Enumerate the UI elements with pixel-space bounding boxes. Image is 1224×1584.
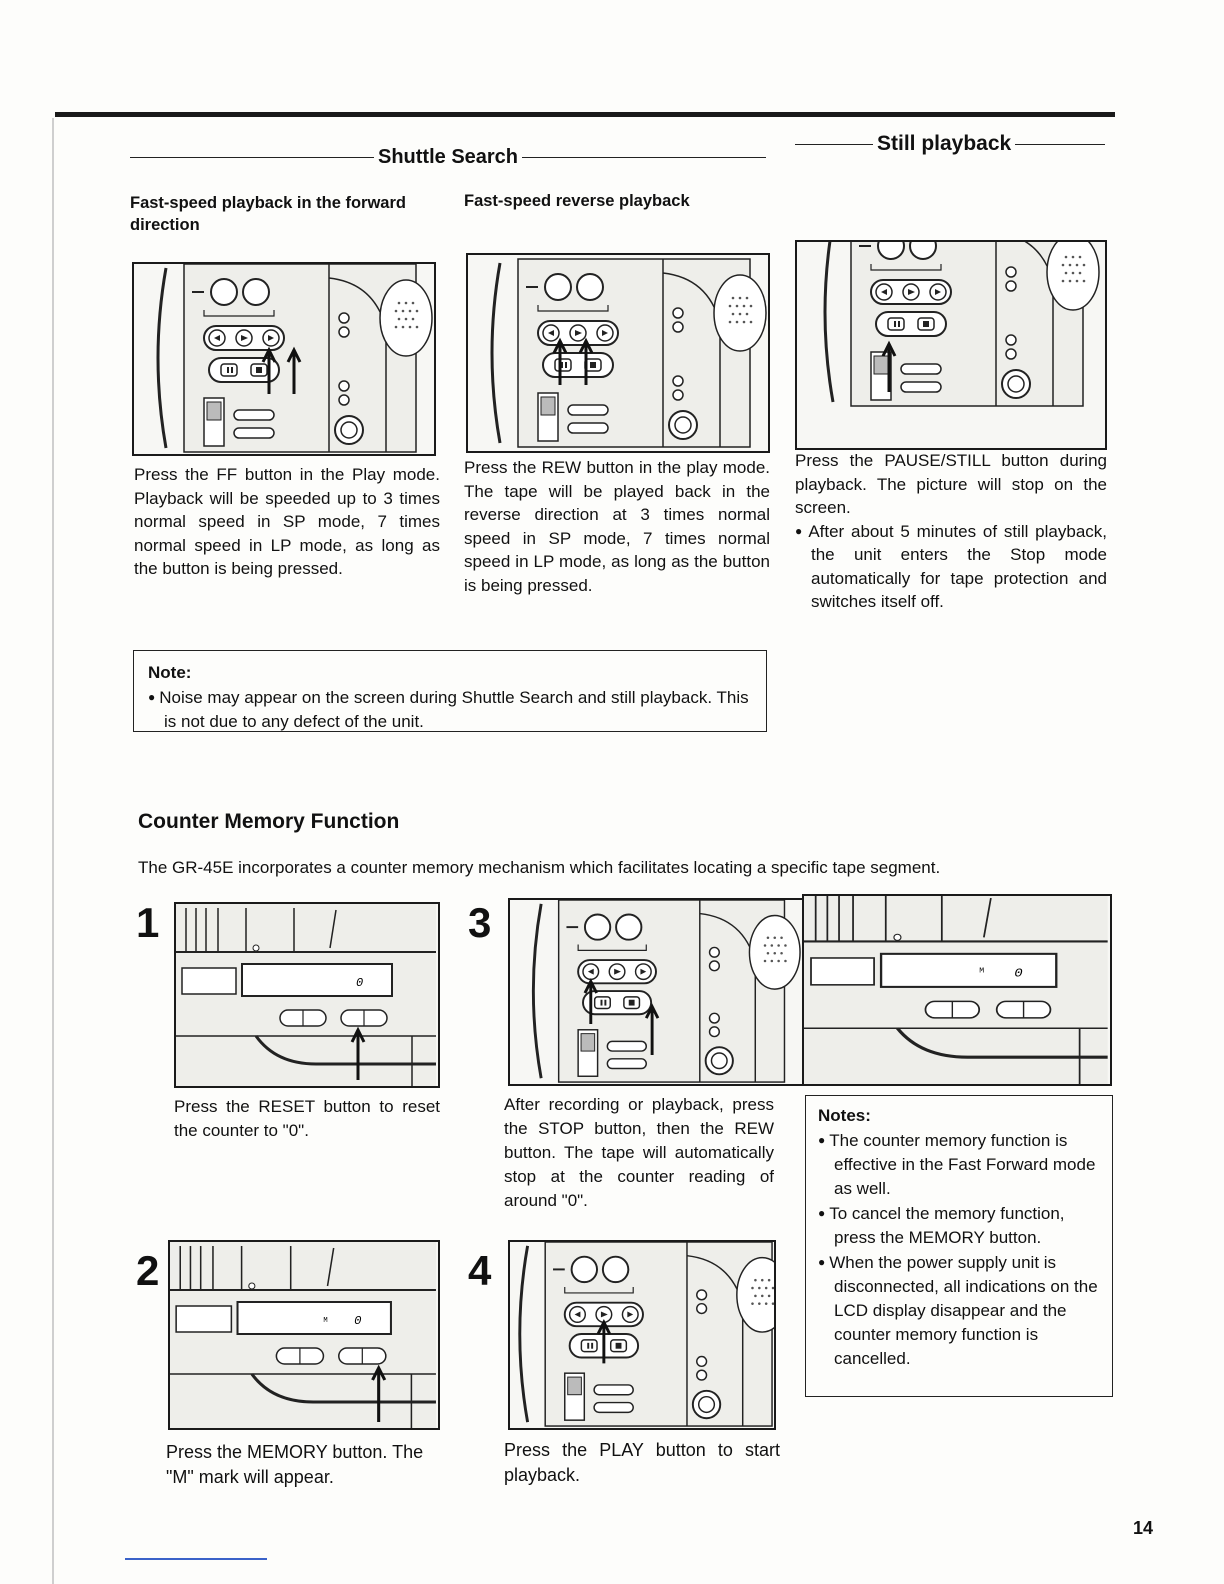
counter-memory-title: Counter Memory Function [138, 810, 400, 833]
step-2-text: Press the MEMORY button. The "M" mark wi… [166, 1442, 424, 1487]
ff-text: Press the FF button in the Play mode. Pl… [134, 465, 440, 578]
notes-title: Notes: [818, 1106, 871, 1125]
step-3-lcd-reading: 0 [1014, 966, 1022, 980]
note-title: Note: [148, 663, 192, 682]
notes-item-1: The counter memory function is effective… [818, 1128, 1100, 1201]
step-1-number: 1 [136, 899, 160, 946]
step-1-illustration: 0 [174, 902, 440, 1088]
note-bullet: Noise may appear on the screen during Sh… [148, 685, 752, 734]
shuttle-search-heading: Shuttle Search [130, 146, 767, 169]
ff-illustration [132, 262, 436, 456]
still-playback-heading: Still playback [795, 132, 1105, 156]
step-2-lcd-reading: 0 [354, 1314, 361, 1328]
note-box: Note: Noise may appear on the screen dur… [133, 650, 767, 732]
step-3-lcd-mark: M [979, 968, 984, 975]
page-number: 14 [1133, 1518, 1154, 1538]
top-rule [55, 112, 1115, 117]
step-3-number: 3 [468, 899, 492, 946]
notes-item-2: To cancel the memory function, press the… [818, 1201, 1100, 1250]
still-bullet: After about 5 minutes of still playback,… [795, 520, 1107, 614]
rew-illustration [466, 253, 770, 453]
step-1-text: Press the RESET button to reset the coun… [174, 1097, 440, 1140]
shuttle-search-title: Shuttle Search [377, 146, 519, 168]
step-2-lcd-mark: M [323, 1317, 327, 1325]
step-2-number: 2 [136, 1247, 160, 1294]
still-illustration [795, 240, 1107, 450]
still-text: Press the PAUSE/STILL button during play… [795, 449, 1107, 614]
counter-memory-intro: The GR-45E incorporates a counter memory… [138, 858, 941, 877]
notes-item-3: When the power supply unit is disconnect… [818, 1250, 1100, 1371]
still-main-text: Press the PAUSE/STILL button during play… [795, 451, 1107, 517]
ff-subheading: Fast-speed playback in the forward direc… [130, 194, 406, 234]
footer-line [125, 1558, 267, 1560]
step-4-number: 4 [468, 1247, 492, 1294]
still-playback-title: Still playback [877, 132, 1012, 155]
step-3-illustration [508, 898, 804, 1086]
step-4-text: Press the PLAY button to start playback. [504, 1440, 780, 1485]
page-edge [52, 118, 54, 1584]
step-1-lcd-reading: 0 [356, 976, 363, 990]
step-3-text: After recording or playback, press the S… [504, 1095, 774, 1210]
step-2-illustration: M 0 [168, 1240, 440, 1430]
step-3-counter-illustration: M 0 [802, 894, 1112, 1086]
notes-box: Notes: The counter memory function is ef… [805, 1095, 1113, 1397]
step-4-illustration [508, 1240, 776, 1430]
rew-subheading: Fast-speed reverse playback [464, 192, 690, 210]
rew-text: Press the REW button in the play mode. T… [464, 458, 770, 595]
